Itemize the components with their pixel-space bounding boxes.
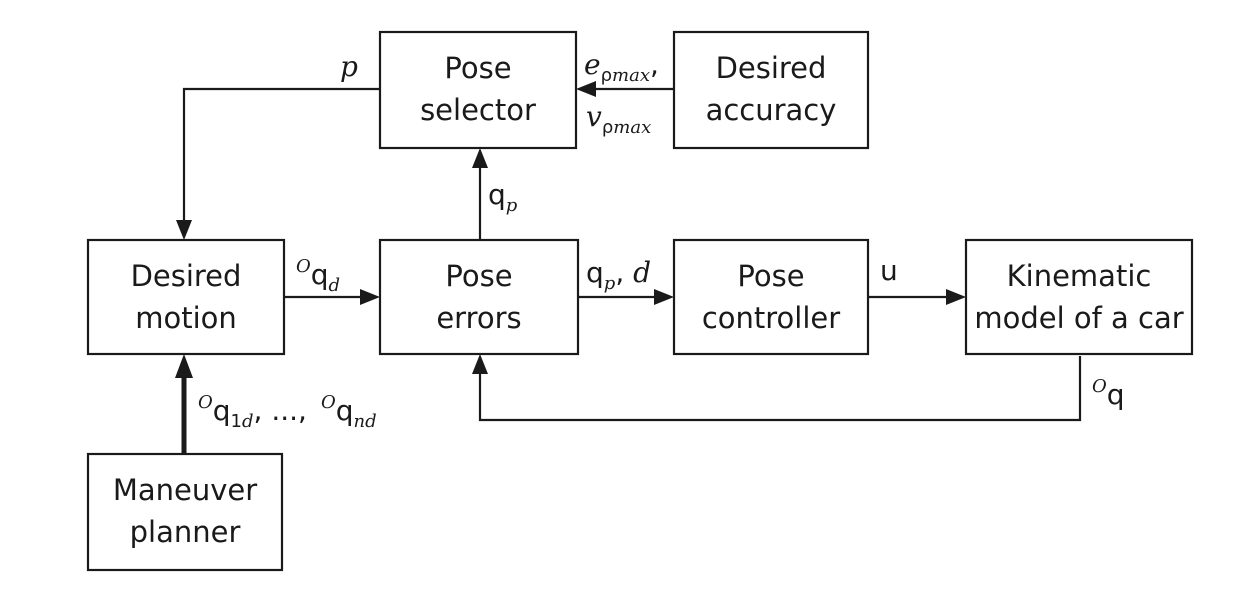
signal-label-v-rho-max: vρmax — [586, 100, 651, 138]
block-label-line2: model of a car — [974, 301, 1183, 335]
block-label-line1: Pose — [444, 51, 511, 85]
block-label-line1: Kinematic — [1007, 259, 1152, 293]
block-label-line2: motion — [135, 301, 237, 335]
signal-label-oq-d: Oqd — [296, 256, 340, 296]
block-desired-motion: Desired motion — [86, 238, 286, 356]
signal-label-e-rho-max: eρmax, — [584, 48, 659, 86]
arrowhead-into-kinematic-model — [946, 289, 966, 305]
arrowhead-into-desired-motion-bottom — [175, 354, 193, 378]
arrowhead-into-pose-selector-right — [576, 81, 596, 97]
block-label-line2: planner — [130, 515, 241, 549]
arrowhead-into-pose-errors-bottom — [472, 354, 488, 374]
block-label-line1: Pose — [445, 259, 512, 293]
block-label-line1: Desired — [716, 51, 827, 85]
connection-wires — [175, 81, 1082, 454]
block-label-line2: errors — [436, 301, 521, 335]
arrowhead-into-pose-errors-left — [360, 289, 380, 305]
block-maneuver-planner: Maneuver planner — [86, 452, 284, 572]
block-label-line1: Maneuver — [113, 473, 257, 507]
signal-label-q-p: qp — [488, 178, 518, 216]
signal-label-oq-list: Oq1d, ...,Oqnd — [198, 392, 377, 432]
block-label-line1: Pose — [737, 259, 804, 293]
wire-feedback-oq — [478, 356, 1082, 422]
block-pose-controller: Pose controller — [672, 238, 870, 356]
signal-label-u: u — [880, 254, 898, 287]
arrowhead-into-desired-motion — [176, 220, 192, 240]
signal-label-oq-feedback: Oq — [1092, 376, 1125, 411]
block-desired-accuracy: Desired accuracy — [672, 30, 870, 150]
arrowhead-into-pose-selector-bottom — [472, 148, 488, 168]
block-kinematic-model: Kinematic model of a car — [964, 238, 1194, 356]
block-pose-errors: Pose errors — [378, 238, 580, 356]
signal-label-p: p — [340, 50, 358, 83]
arrowhead-into-pose-controller — [654, 289, 674, 305]
signal-label-q-p-d: qp, d — [586, 256, 651, 294]
block-label-line1: Desired — [131, 259, 242, 293]
block-label-line2: controller — [702, 301, 840, 335]
block-label-line2: selector — [420, 93, 536, 127]
block-pose-selector: Pose selector — [378, 30, 578, 150]
wire-p-to-desired-motion — [182, 87, 380, 222]
block-label-line2: accuracy — [706, 93, 837, 127]
